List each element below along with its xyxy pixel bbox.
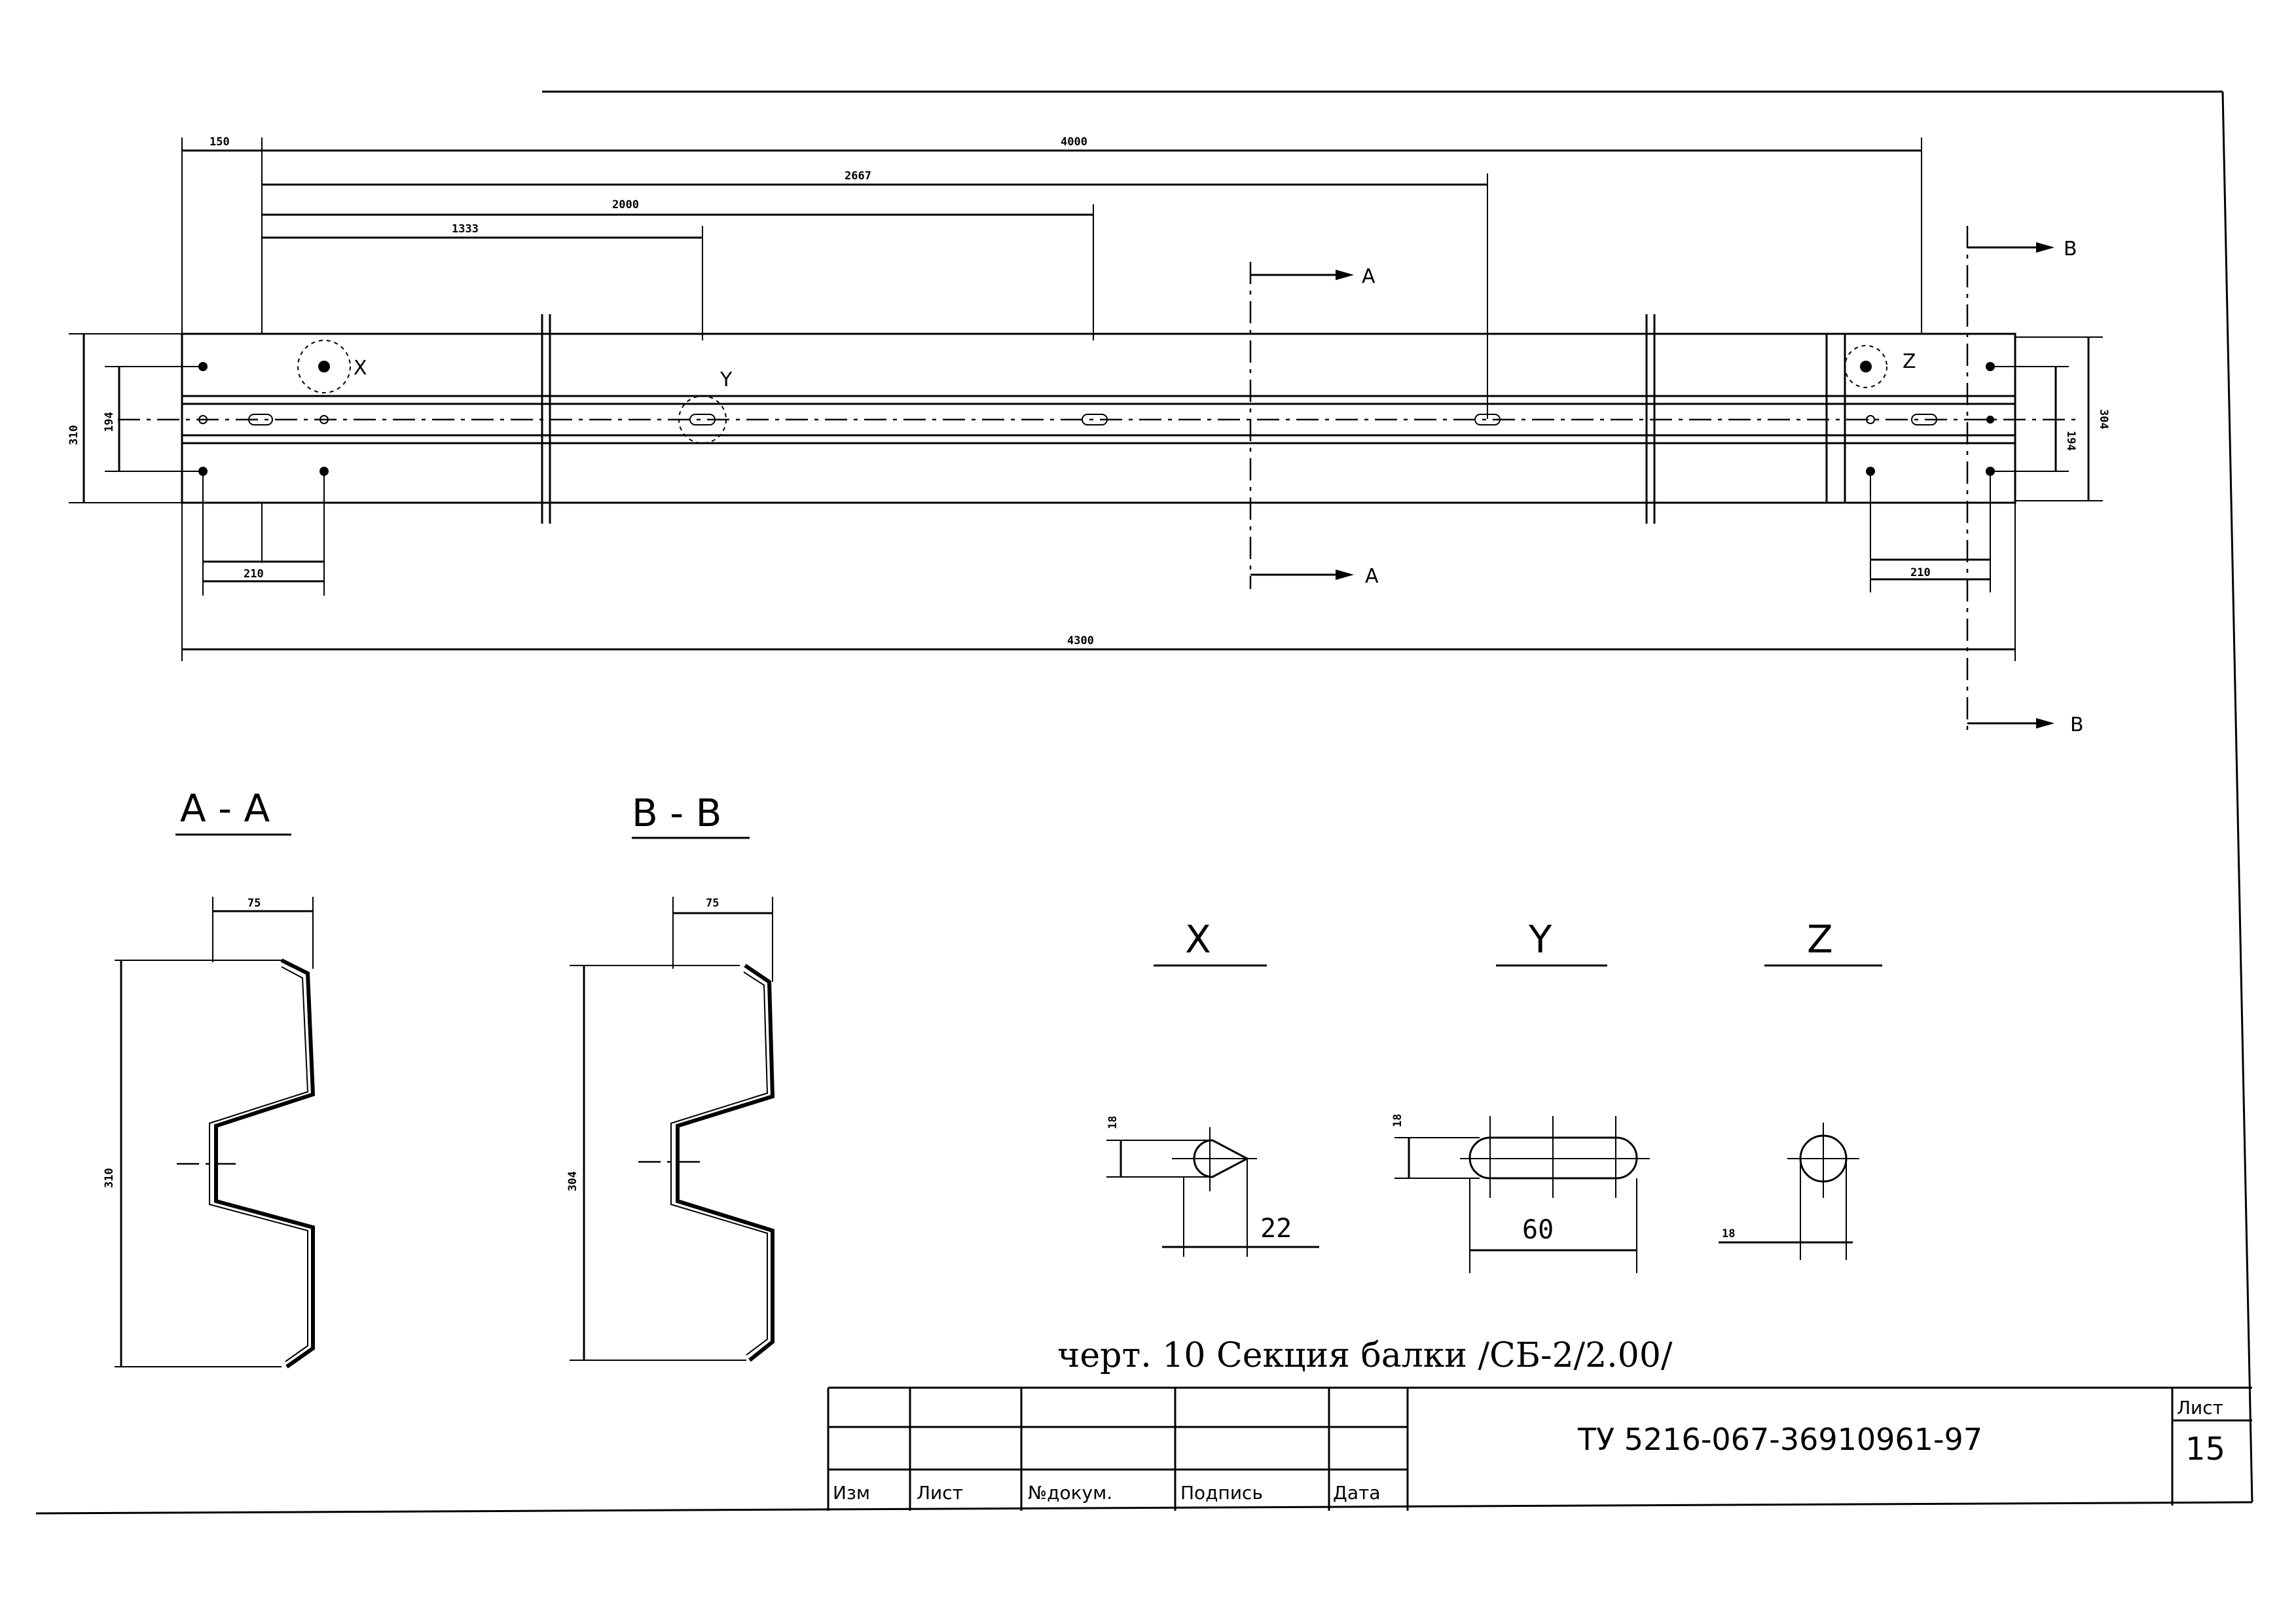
dimension-left: 310 194 bbox=[67, 333, 203, 503]
section-b-bottom: B bbox=[2070, 713, 2084, 736]
dim-194-left: 194 bbox=[103, 412, 116, 432]
dimension-right: 194 304 bbox=[1990, 336, 2110, 501]
section-bb-title: B - B bbox=[632, 791, 721, 835]
dim-150: 150 bbox=[210, 135, 230, 149]
section-aa-title: A - A bbox=[180, 786, 270, 831]
drawing-frame bbox=[35, 90, 2253, 1515]
dim-1333: 1333 bbox=[452, 223, 479, 236]
section-a-top: A bbox=[1362, 265, 1376, 288]
header-izm: Изм bbox=[833, 1482, 870, 1504]
callout-y-label: Y bbox=[720, 369, 733, 391]
dim-2000: 2000 bbox=[612, 198, 639, 211]
dimension-overall: 4300 bbox=[181, 503, 2016, 661]
detail-x-title: X bbox=[1185, 917, 1211, 962]
callout-x-label: X bbox=[354, 357, 367, 380]
detail-z-dia: 18 bbox=[1722, 1227, 1735, 1240]
section-aa-width: 75 bbox=[247, 897, 261, 910]
section-bb-height: 304 bbox=[566, 1171, 579, 1191]
header-date: Дата bbox=[1333, 1482, 1381, 1504]
dim-304: 304 bbox=[2097, 409, 2110, 429]
detail-z: Z 18 bbox=[1719, 917, 1882, 1260]
section-a-bottom: A bbox=[1365, 565, 1379, 588]
detail-x-height: 18 bbox=[1106, 1116, 1120, 1129]
dimension-chain-top: 150 4000 2667 2000 1333 bbox=[181, 135, 1922, 419]
sheet-number: 15 bbox=[2185, 1431, 2225, 1468]
title-block: Изм Лист №докум. Подпись Дата ТУ 5216-06… bbox=[827, 1386, 2252, 1511]
detail-y: Y 18 60 bbox=[1391, 917, 1650, 1273]
section-bb-width: 75 bbox=[706, 897, 719, 910]
section-aa: A - A 75 310 bbox=[103, 786, 316, 1369]
dim-310: 310 bbox=[67, 425, 81, 445]
dimension-210: 210 210 bbox=[202, 471, 1991, 596]
header-doc-no: №докум. bbox=[1028, 1482, 1112, 1504]
dim-4000: 4000 bbox=[1061, 135, 1087, 149]
dim-210-left: 210 bbox=[244, 568, 264, 581]
detail-y-height: 18 bbox=[1391, 1114, 1404, 1127]
detail-z-title: Z bbox=[1807, 917, 1833, 962]
section-aa-height: 310 bbox=[103, 1168, 116, 1188]
callout-z-label: Z bbox=[1903, 350, 1916, 373]
section-cut-markers: A A B B bbox=[1249, 226, 2084, 736]
detail-y-title: Y bbox=[1528, 917, 1552, 962]
detail-y-width: 60 bbox=[1522, 1215, 1554, 1245]
detail-x: X 18 22 bbox=[1106, 917, 1319, 1257]
header-list: Лист bbox=[917, 1482, 963, 1504]
document-code: ТУ 5216-067-36910961-97 bbox=[1577, 1422, 1982, 1457]
dim-4300: 4300 bbox=[1067, 634, 1094, 647]
beam-plan-view: X Y Z bbox=[118, 314, 2082, 524]
dim-2667: 2667 bbox=[845, 170, 871, 183]
section-b-top: B bbox=[2064, 238, 2077, 261]
drawing-caption: черт. 10 Секция балки /СБ-2/2.00/ bbox=[1057, 1336, 1673, 1375]
sheet-label: Лист bbox=[2177, 1397, 2223, 1418]
header-signature: Подпись bbox=[1180, 1482, 1263, 1504]
section-bb: B - B 75 304 bbox=[566, 791, 775, 1362]
dim-194-right: 194 bbox=[2064, 431, 2077, 451]
detail-x-width: 22 bbox=[1260, 1214, 1292, 1244]
dim-210-right: 210 bbox=[1910, 566, 1931, 579]
